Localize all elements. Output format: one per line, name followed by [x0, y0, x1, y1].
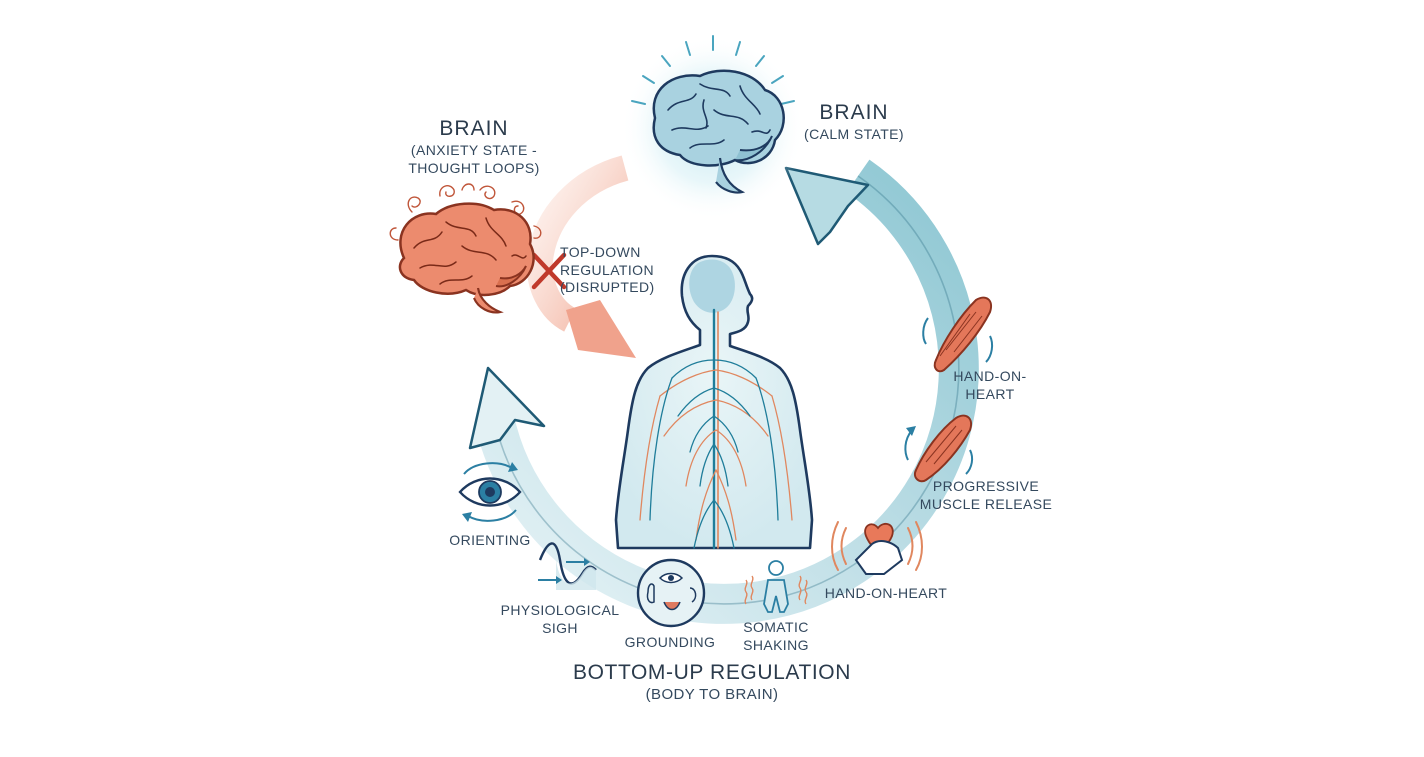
hand-heart-bottom-text: HAND-ON-HEART	[824, 585, 948, 601]
physiological-sigh-label: PHYSIOLOGICAL SIGH	[490, 602, 630, 637]
bottom-up-title: BOTTOM-UP REGULATION	[572, 661, 852, 684]
somatic-shaking-label: SOMATIC SHAKING	[726, 619, 826, 654]
calm-brain-icon	[621, 35, 805, 220]
top-down-line2: REGULATION	[560, 261, 654, 278]
orienting-text: ORIENTING	[449, 532, 531, 548]
physio-line1: PHYSIOLOGICAL	[500, 602, 620, 618]
hand-heart-top-line2: HEART	[965, 385, 1015, 402]
bottom-up-sub: (BODY TO BRAIN)	[645, 686, 779, 704]
anxiety-brain-label: BRAIN (ANXIETY STATE - THOUGHT LOOPS)	[370, 116, 578, 177]
anxiety-brain-icon	[389, 183, 542, 314]
grounding-senses-icon	[636, 558, 706, 628]
grounding-label: GROUNDING	[610, 634, 730, 652]
top-down-line3: (DISRUPTED)	[560, 279, 655, 295]
calm-brain-sub: (CALM STATE)	[804, 126, 904, 143]
eye-icon	[458, 462, 522, 522]
top-down-label: TOP-DOWN REGULATION (DISRUPTED)	[560, 244, 672, 297]
somatic-shaking-icon	[744, 560, 808, 613]
orienting-label: ORIENTING	[430, 532, 550, 550]
top-down-arrow	[526, 155, 636, 358]
progressive-muscle-label: PROGRESSIVE MUSCLE RELEASE	[916, 478, 1056, 513]
anxiety-brain-sub2: THOUGHT LOOPS)	[408, 159, 540, 176]
bottom-up-arc	[474, 159, 979, 624]
calm-brain-label: BRAIN (CALM STATE)	[784, 100, 924, 144]
hand-heart-top-line1: HAND-ON-	[953, 368, 1027, 384]
arrowhead-right	[784, 166, 870, 246]
disrupted-cross-icon	[531, 252, 567, 290]
bottom-up-label: BOTTOM-UP REGULATION (BODY TO BRAIN)	[542, 660, 882, 705]
hand-on-heart-bottom-label: HAND-ON-HEART	[816, 585, 956, 603]
arrowhead-left	[468, 366, 546, 450]
hand-on-heart-top-label: HAND-ON- HEART	[940, 368, 1040, 403]
muscle-icon-lower	[904, 414, 974, 483]
somatic-line2: SHAKING	[743, 636, 809, 653]
progressive-line2: MUSCLE RELEASE	[919, 495, 1053, 512]
anxiety-brain-sub1: (ANXIETY STATE -	[410, 142, 538, 159]
physio-line2: SIGH	[542, 619, 578, 636]
somatic-line1: SOMATIC	[743, 619, 809, 635]
progressive-line1: PROGRESSIVE	[932, 478, 1040, 494]
hand-on-heart-icon	[831, 521, 923, 575]
anxiety-brain-title: BRAIN	[439, 117, 509, 140]
calm-brain-title: BRAIN	[819, 101, 889, 124]
muscle-icon-upper	[922, 296, 994, 373]
top-down-line1: TOP-DOWN	[560, 244, 641, 260]
grounding-text: GROUNDING	[624, 634, 716, 650]
human-body-figure	[614, 254, 814, 550]
breath-wave-icon	[538, 542, 597, 590]
